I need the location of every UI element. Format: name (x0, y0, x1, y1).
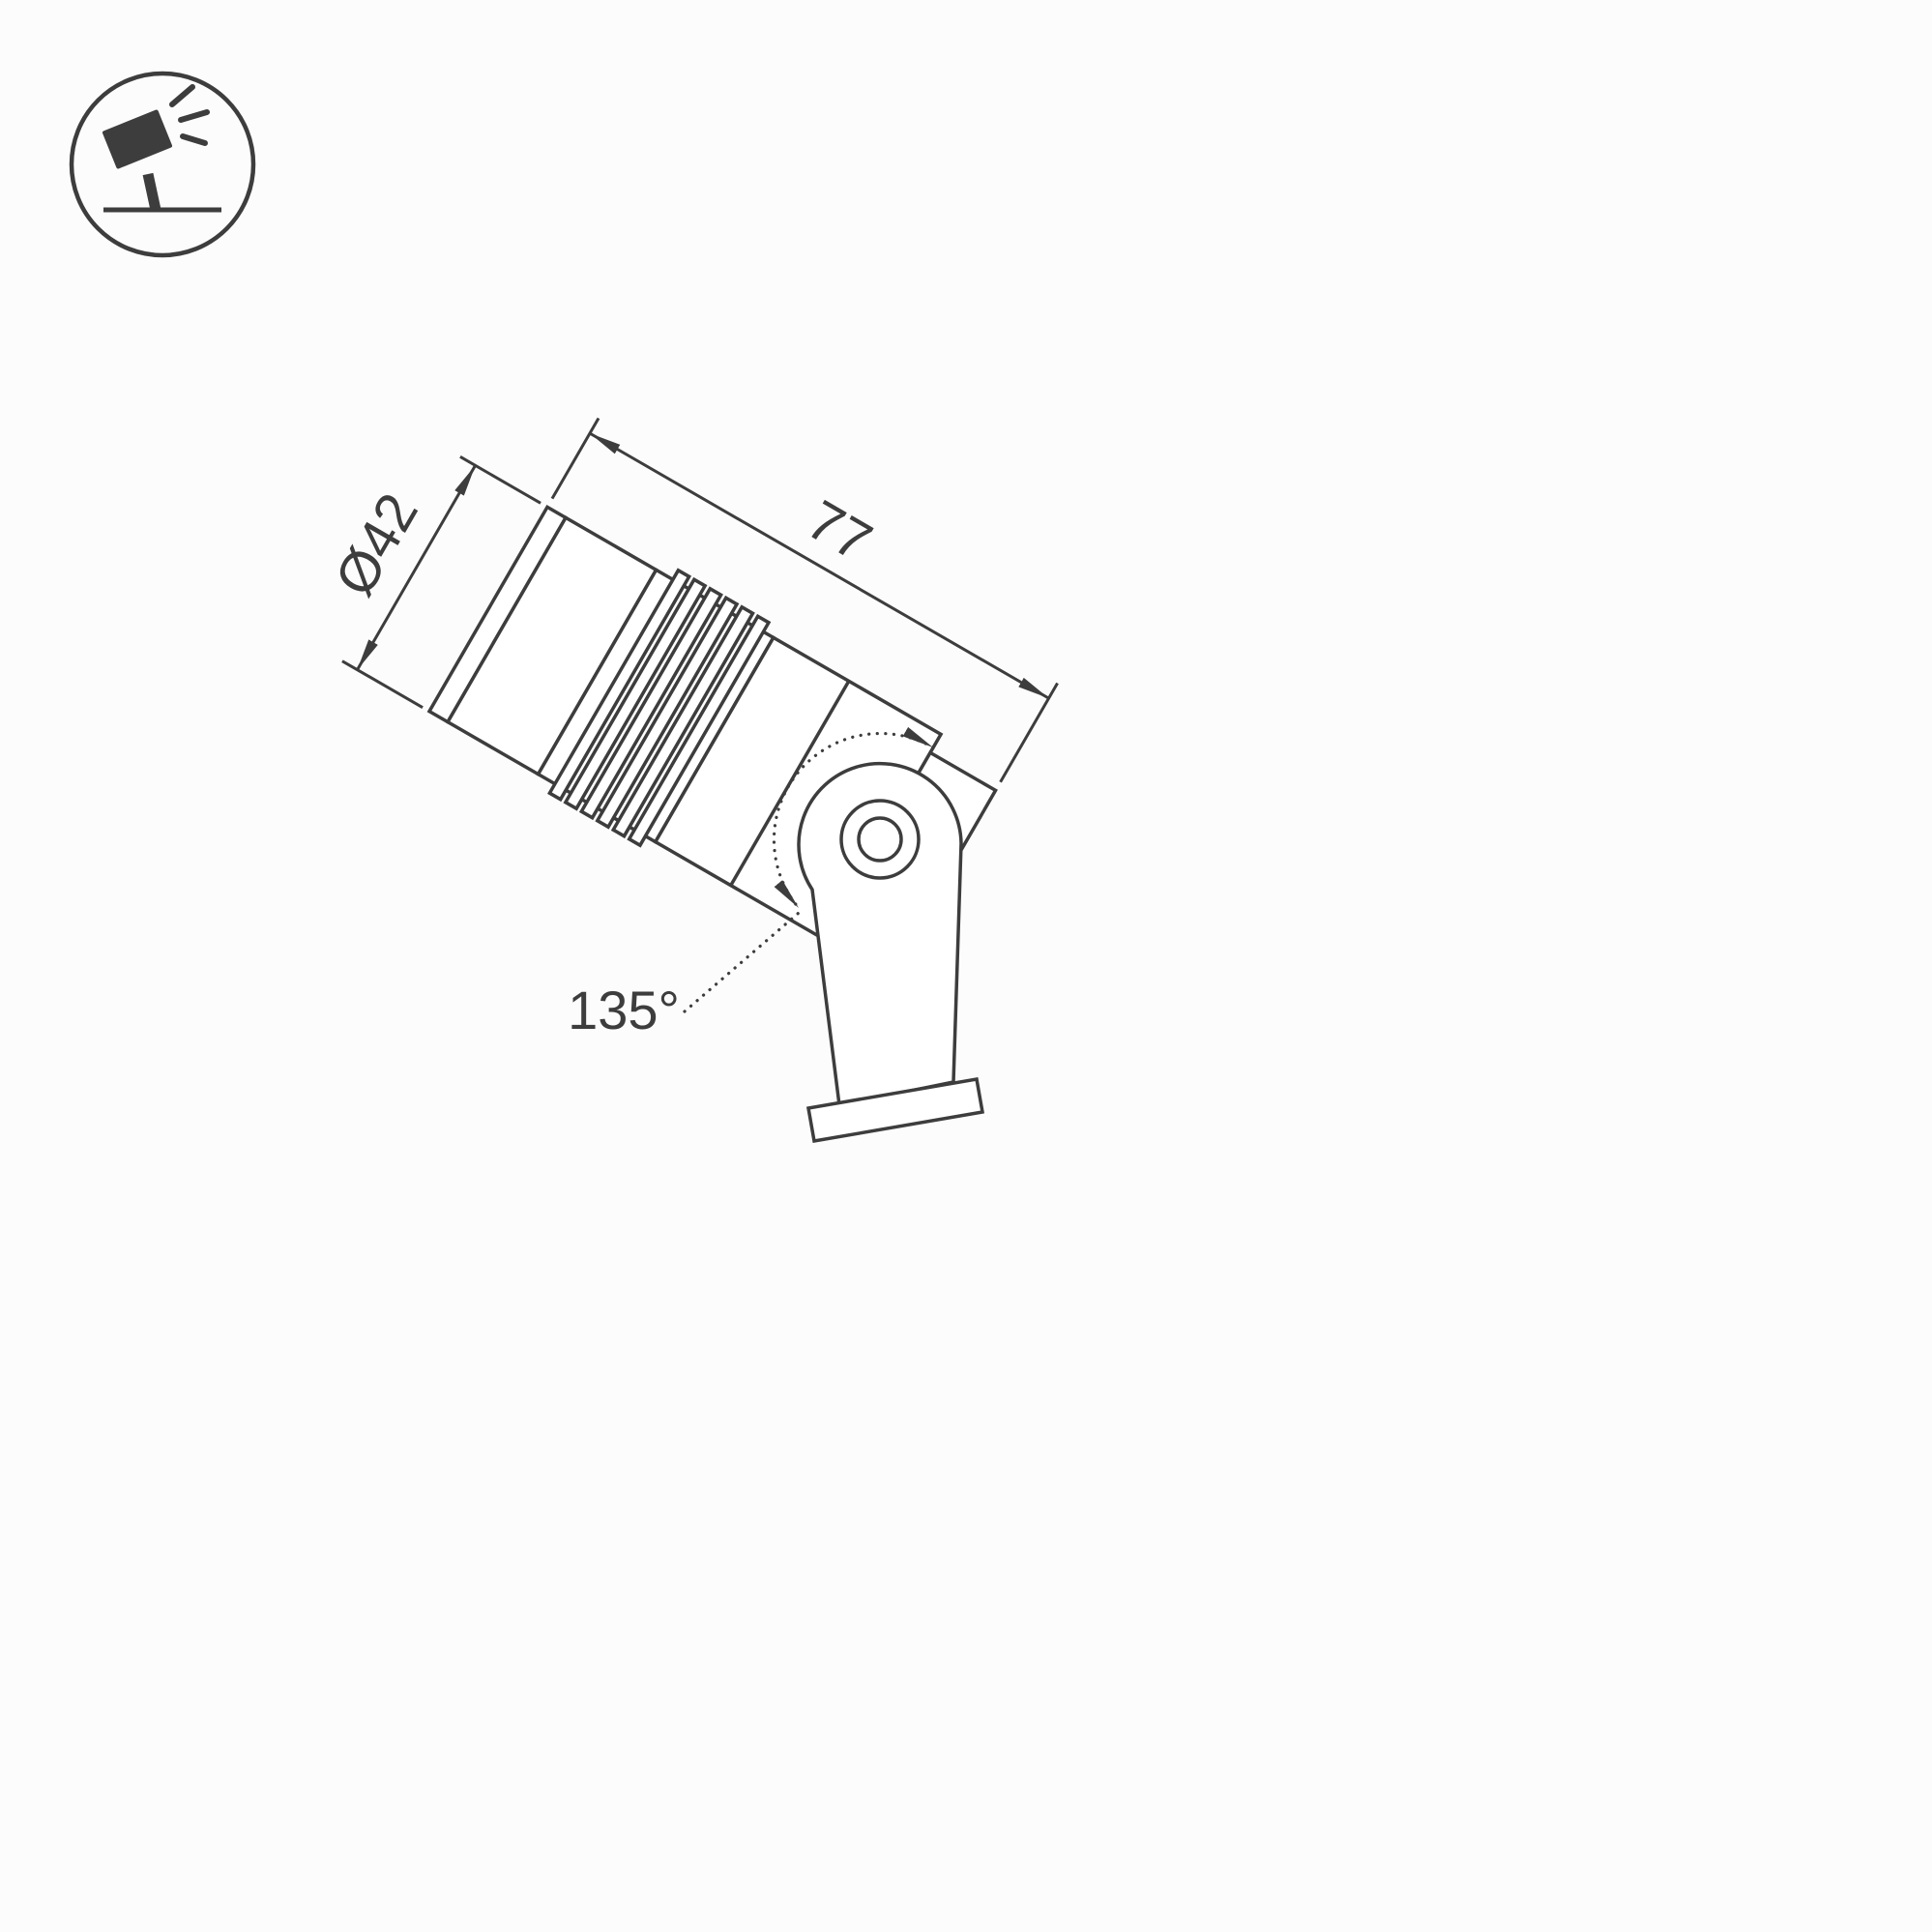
pivot-screw-inner (857, 816, 903, 863)
spotlight-icon (102, 84, 221, 213)
icon-stand-stem (142, 172, 161, 212)
diameter-dimension-label: Ø42 (323, 483, 430, 606)
length-extension-line-rear (999, 682, 1059, 783)
diameter-dimension-line (356, 464, 477, 671)
bracket-foot (805, 1076, 985, 1144)
spotlight-body-group: Ø42 77 (323, 417, 1059, 960)
length-dimension-line (589, 431, 1050, 700)
product-category-badge (69, 71, 256, 258)
badge-circle (69, 71, 256, 258)
angle-leader-line (683, 911, 801, 1013)
rotation-angle-annotation: 135° (568, 726, 935, 1040)
icon-lamp-head (102, 109, 173, 169)
diameter-extension-line-top (459, 455, 542, 505)
rotation-angle-label: 135° (568, 980, 680, 1040)
length-extension-line-front (550, 417, 600, 500)
mounting-bracket (797, 761, 985, 1144)
icon-light-rays (169, 84, 210, 146)
diameter-extension-line-bottom (341, 659, 424, 709)
